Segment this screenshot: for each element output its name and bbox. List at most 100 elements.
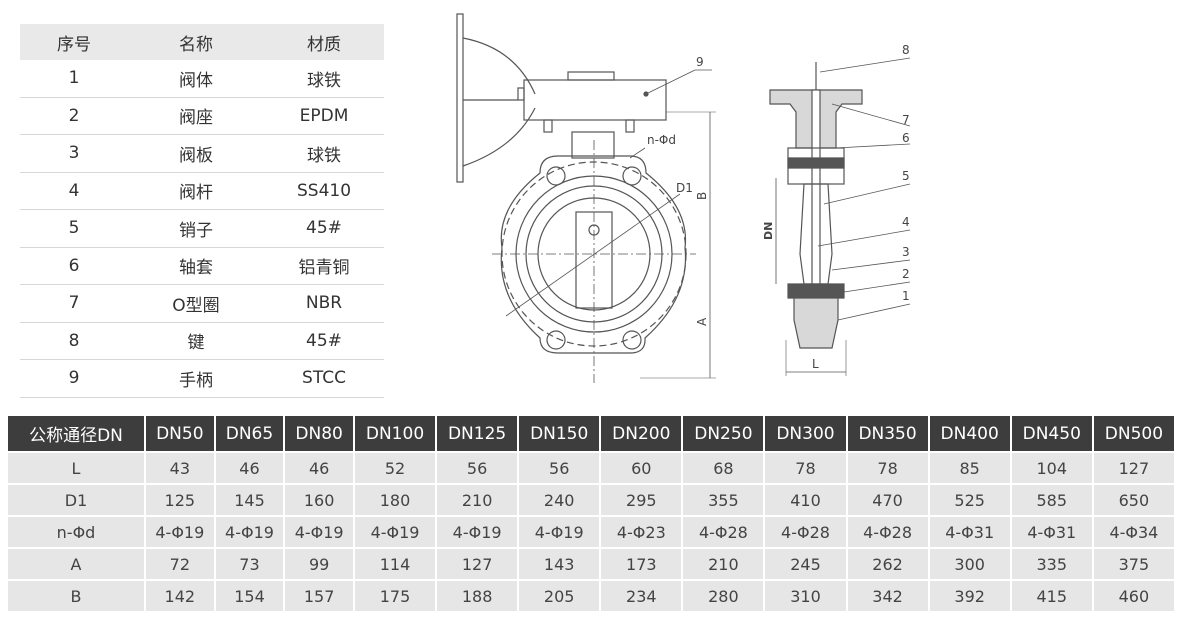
leader-9 (645, 69, 696, 95)
label-n-phi-d: n-Φd (647, 133, 676, 147)
gearbox-body (523, 79, 667, 121)
lower-seat (787, 283, 845, 299)
dimension-header-size: DN65 (215, 416, 284, 451)
label-callout-2: 2 (902, 267, 910, 281)
leader-nphid (629, 147, 646, 159)
dimension-header-size: DN150 (519, 416, 600, 451)
dimension-cell: 4-Φ19 (437, 517, 518, 547)
parts-cell-no: 1 (20, 60, 128, 98)
dimension-cell: 4-Φ19 (519, 517, 600, 547)
dimension-cell: 245 (765, 549, 846, 579)
parts-cell-no: 5 (20, 209, 128, 248)
dimension-cell: 60 (601, 453, 682, 483)
dimension-cell: 46 (215, 453, 284, 483)
parts-cell-name: 阀体 (128, 60, 264, 98)
parts-header-name: 名称 (128, 24, 264, 60)
bolt-hole-tl (546, 166, 566, 186)
dimension-cell: 52 (354, 453, 436, 483)
parts-cell-material: 球铁 (264, 60, 384, 98)
dimension-cell: 127 (437, 549, 518, 579)
dimension-cell: 154 (215, 581, 284, 611)
dimension-cell: 46 (285, 453, 353, 483)
dimension-cell: 460 (1093, 581, 1174, 611)
label-a: A (695, 317, 709, 326)
dimension-cell: 470 (847, 485, 928, 515)
label-callout-8: 8 (902, 43, 910, 57)
dimension-cell: 295 (601, 485, 682, 515)
front-view (456, 13, 716, 383)
parts-cell-material: EPDM (264, 97, 384, 135)
leader-7 (831, 103, 911, 127)
label-d1: D1 (676, 181, 693, 195)
dimension-cell: 342 (847, 581, 928, 611)
dimension-cell: 240 (519, 485, 600, 515)
dimension-header-size: DN80 (285, 416, 353, 451)
dimension-cell: 4-Φ28 (765, 517, 846, 547)
dimension-cell: 125 (146, 485, 214, 515)
dimension-cell: 525 (929, 485, 1010, 515)
gearbox-cap (567, 71, 615, 81)
dimension-header-size: DN250 (683, 416, 764, 451)
parts-cell-material: NBR (264, 284, 384, 323)
dimension-cell: 4-Φ19 (285, 517, 353, 547)
parts-cell-no: 3 (20, 134, 128, 173)
parts-cell-name: 销子 (128, 209, 264, 248)
dimension-header-size: DN100 (354, 416, 436, 451)
dimension-cell: 650 (1093, 485, 1174, 515)
dimension-cell: 180 (354, 485, 436, 515)
parts-cell-name: O型圈 (128, 284, 264, 323)
parts-cell-name: 阀板 (128, 134, 264, 173)
label-callout-6: 6 (902, 131, 910, 145)
dimension-cell: 335 (1011, 549, 1092, 579)
dimension-cell: 4-Φ19 (354, 517, 436, 547)
bolt-right (625, 119, 635, 133)
dimension-cell: 160 (285, 485, 353, 515)
dimension-header-label: 公称通径DN (8, 416, 144, 451)
dimension-cell: 4-Φ31 (1011, 517, 1092, 547)
parts-cell-no: 2 (20, 97, 128, 135)
label-dn: DN (762, 222, 775, 240)
dimension-cell: 78 (765, 453, 846, 483)
leader-8 (819, 57, 911, 73)
dimension-cell: 114 (354, 549, 436, 579)
dimension-row-label: B (8, 581, 144, 611)
bolt-hole-bl (546, 330, 566, 350)
parts-cell-name: 阀杆 (128, 172, 264, 210)
leader-d1 (505, 193, 681, 317)
parts-cell-no: 9 (20, 359, 128, 398)
valve-drawing: 9 n-Φd D1 B A 8 7 6 5 4 3 2 1 DN L (456, 13, 911, 383)
parts-cell-no: 4 (20, 172, 128, 210)
parts-cell-no: 8 (20, 322, 128, 360)
dimension-cell: 4-Φ23 (601, 517, 682, 547)
leader-6 (835, 143, 911, 149)
label-b: B (695, 192, 709, 200)
neck (571, 131, 615, 159)
parts-cell-material: 铝青铜 (264, 247, 384, 285)
bolt-left (543, 119, 553, 133)
dimension-cell: 4-Φ28 (847, 517, 928, 547)
dimension-header-size: DN450 (1011, 416, 1092, 451)
dimension-header-size: DN125 (437, 416, 518, 451)
label-callout-3: 3 (902, 245, 910, 259)
dimension-cell: 173 (601, 549, 682, 579)
dimension-cell: 4-Φ28 (683, 517, 764, 547)
handwheel-arc-top (462, 37, 536, 95)
dimension-cell: 78 (847, 453, 928, 483)
label-callout-9: 9 (696, 55, 704, 69)
dimension-cell: 262 (847, 549, 928, 579)
dimension-row-label: n-Φd (8, 517, 144, 547)
parts-cell-material: STCC (264, 359, 384, 398)
dimension-header-size: DN50 (146, 416, 214, 451)
